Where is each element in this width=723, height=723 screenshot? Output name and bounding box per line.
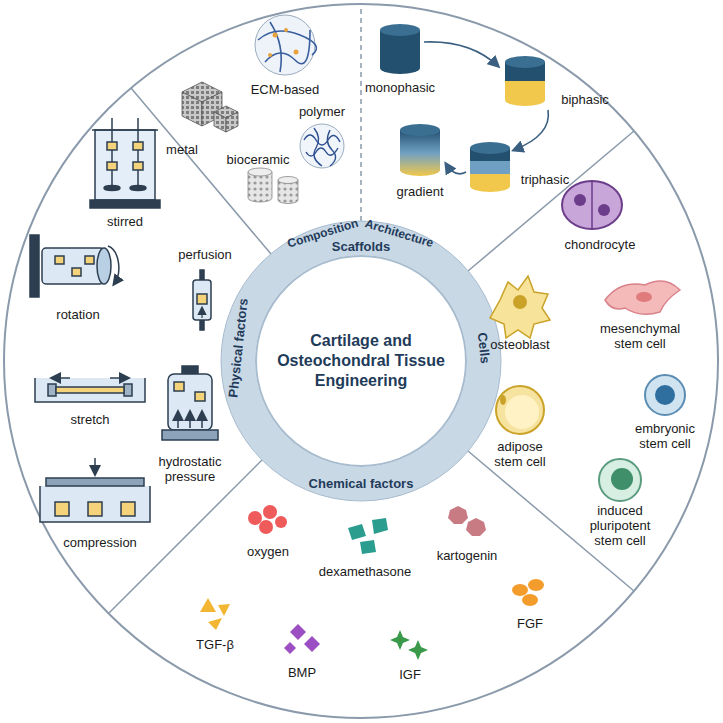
item-label: rotation — [56, 308, 99, 323]
item-label: BMP — [288, 666, 316, 681]
item-label: kartogenin — [437, 549, 498, 564]
item-label: metal — [166, 143, 198, 158]
item-label: chondrocyte — [565, 238, 636, 253]
center-title: Cartilage and Osteochondral Tissue Engin… — [276, 331, 446, 391]
item-label: FGF — [517, 617, 543, 632]
item-label: oxygen — [247, 545, 289, 560]
sector-label: Cells — [474, 332, 492, 364]
item-label: adipose stem cell — [485, 440, 555, 470]
item-label: dexamethasone — [319, 565, 412, 580]
item-label: bioceramic — [227, 153, 290, 168]
item-label: perfusion — [178, 248, 231, 263]
item-label: mesenchymal stem cell — [595, 322, 685, 352]
item-label: monophasic — [365, 81, 435, 96]
sector-label: Chemical factors — [309, 477, 414, 492]
item-label: ECM-based — [251, 83, 320, 98]
item-label: TGF-β — [196, 638, 234, 653]
item-label: IGF — [399, 668, 421, 683]
item-label: hydrostatic pressure — [150, 455, 230, 485]
item-label: polymer — [299, 105, 345, 120]
item-label: triphasic — [521, 173, 569, 188]
item-label: stretch — [70, 413, 109, 428]
item-label: stirred — [107, 215, 143, 230]
item-label: embryonic stem cell — [625, 422, 705, 452]
item-label: biphasic — [561, 93, 609, 108]
center-circle: Cartilage and Osteochondral Tissue Engin… — [255, 255, 467, 467]
item-label: osteoblast — [490, 338, 549, 353]
item-label: gradient — [397, 185, 444, 200]
item-label: compression — [63, 536, 137, 551]
item-label: induced pluripotent stem cell — [578, 504, 662, 549]
sector-label: Scaffolds — [332, 240, 391, 255]
